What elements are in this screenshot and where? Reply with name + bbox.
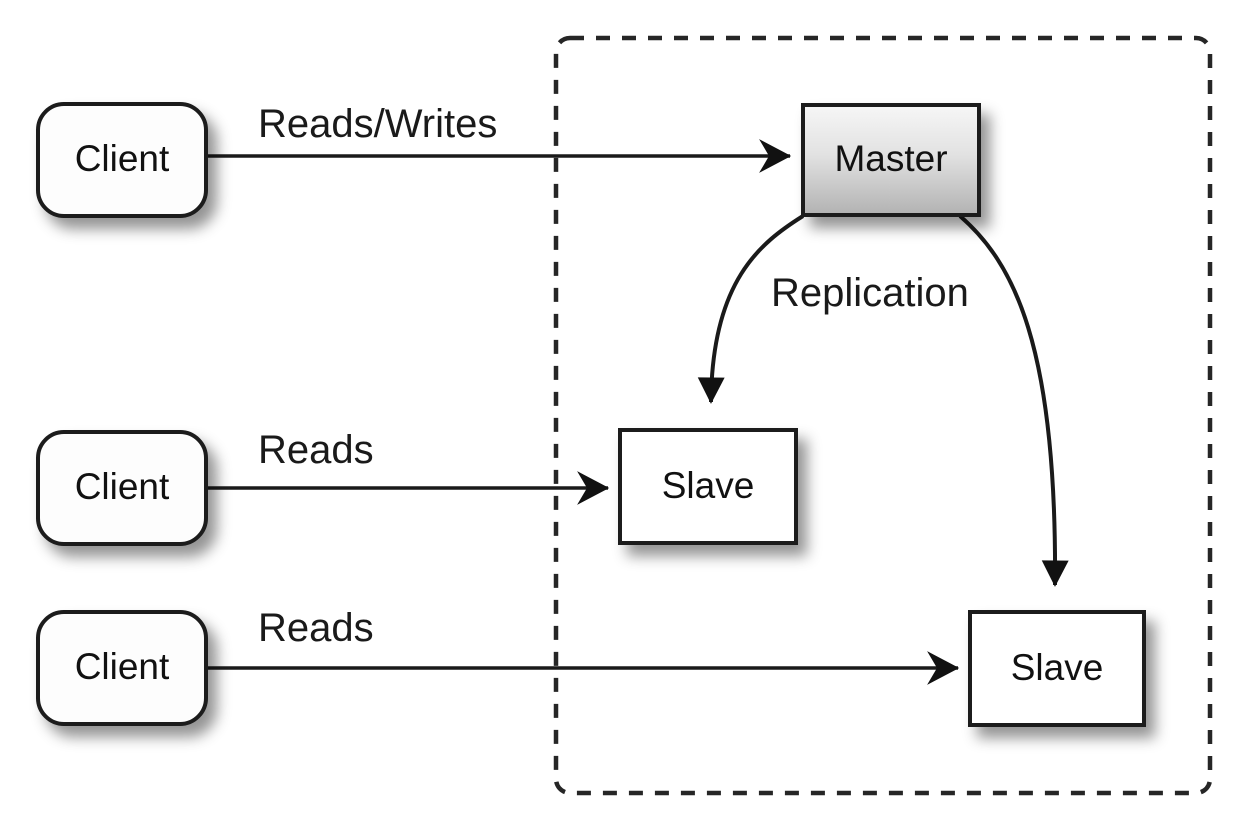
edge-master-slave2: [958, 214, 1069, 587]
node-client-2[interactable]: Client: [36, 430, 208, 546]
edge-master-slave1: [697, 214, 805, 404]
client-2-box[interactable]: [36, 430, 208, 546]
client-1-label: Client: [75, 138, 170, 179]
node-slave-2[interactable]: Slave: [968, 610, 1146, 727]
client-1-box[interactable]: [36, 102, 208, 218]
node-client-1[interactable]: Client: [36, 102, 208, 218]
node-master[interactable]: Master: [801, 103, 981, 217]
master-label: Master: [834, 138, 947, 179]
node-client-3[interactable]: Client: [36, 610, 208, 726]
client-3-label: Client: [75, 646, 170, 687]
edge-label-reads-lower: Reads: [258, 606, 374, 650]
database-cluster-boundary: [553, 35, 1213, 796]
master-box[interactable]: [801, 103, 981, 217]
client-2-label: Client: [75, 466, 170, 507]
slave-1-box[interactable]: [618, 428, 798, 545]
edge-curve-master-slave1: [697, 214, 805, 404]
edge-curve-master-slave2: [958, 214, 1069, 587]
client-3-box[interactable]: [36, 610, 208, 726]
slave-2-label: Slave: [1011, 647, 1104, 688]
slave-2-box[interactable]: [968, 610, 1146, 727]
edge-label-reads-writes: Reads/Writes: [258, 102, 497, 146]
edge-label-replication: Replication: [771, 271, 969, 315]
edge-label-reads-upper: Reads: [258, 428, 374, 472]
node-slave-1[interactable]: Slave: [618, 428, 798, 545]
slave-1-label: Slave: [662, 465, 755, 506]
